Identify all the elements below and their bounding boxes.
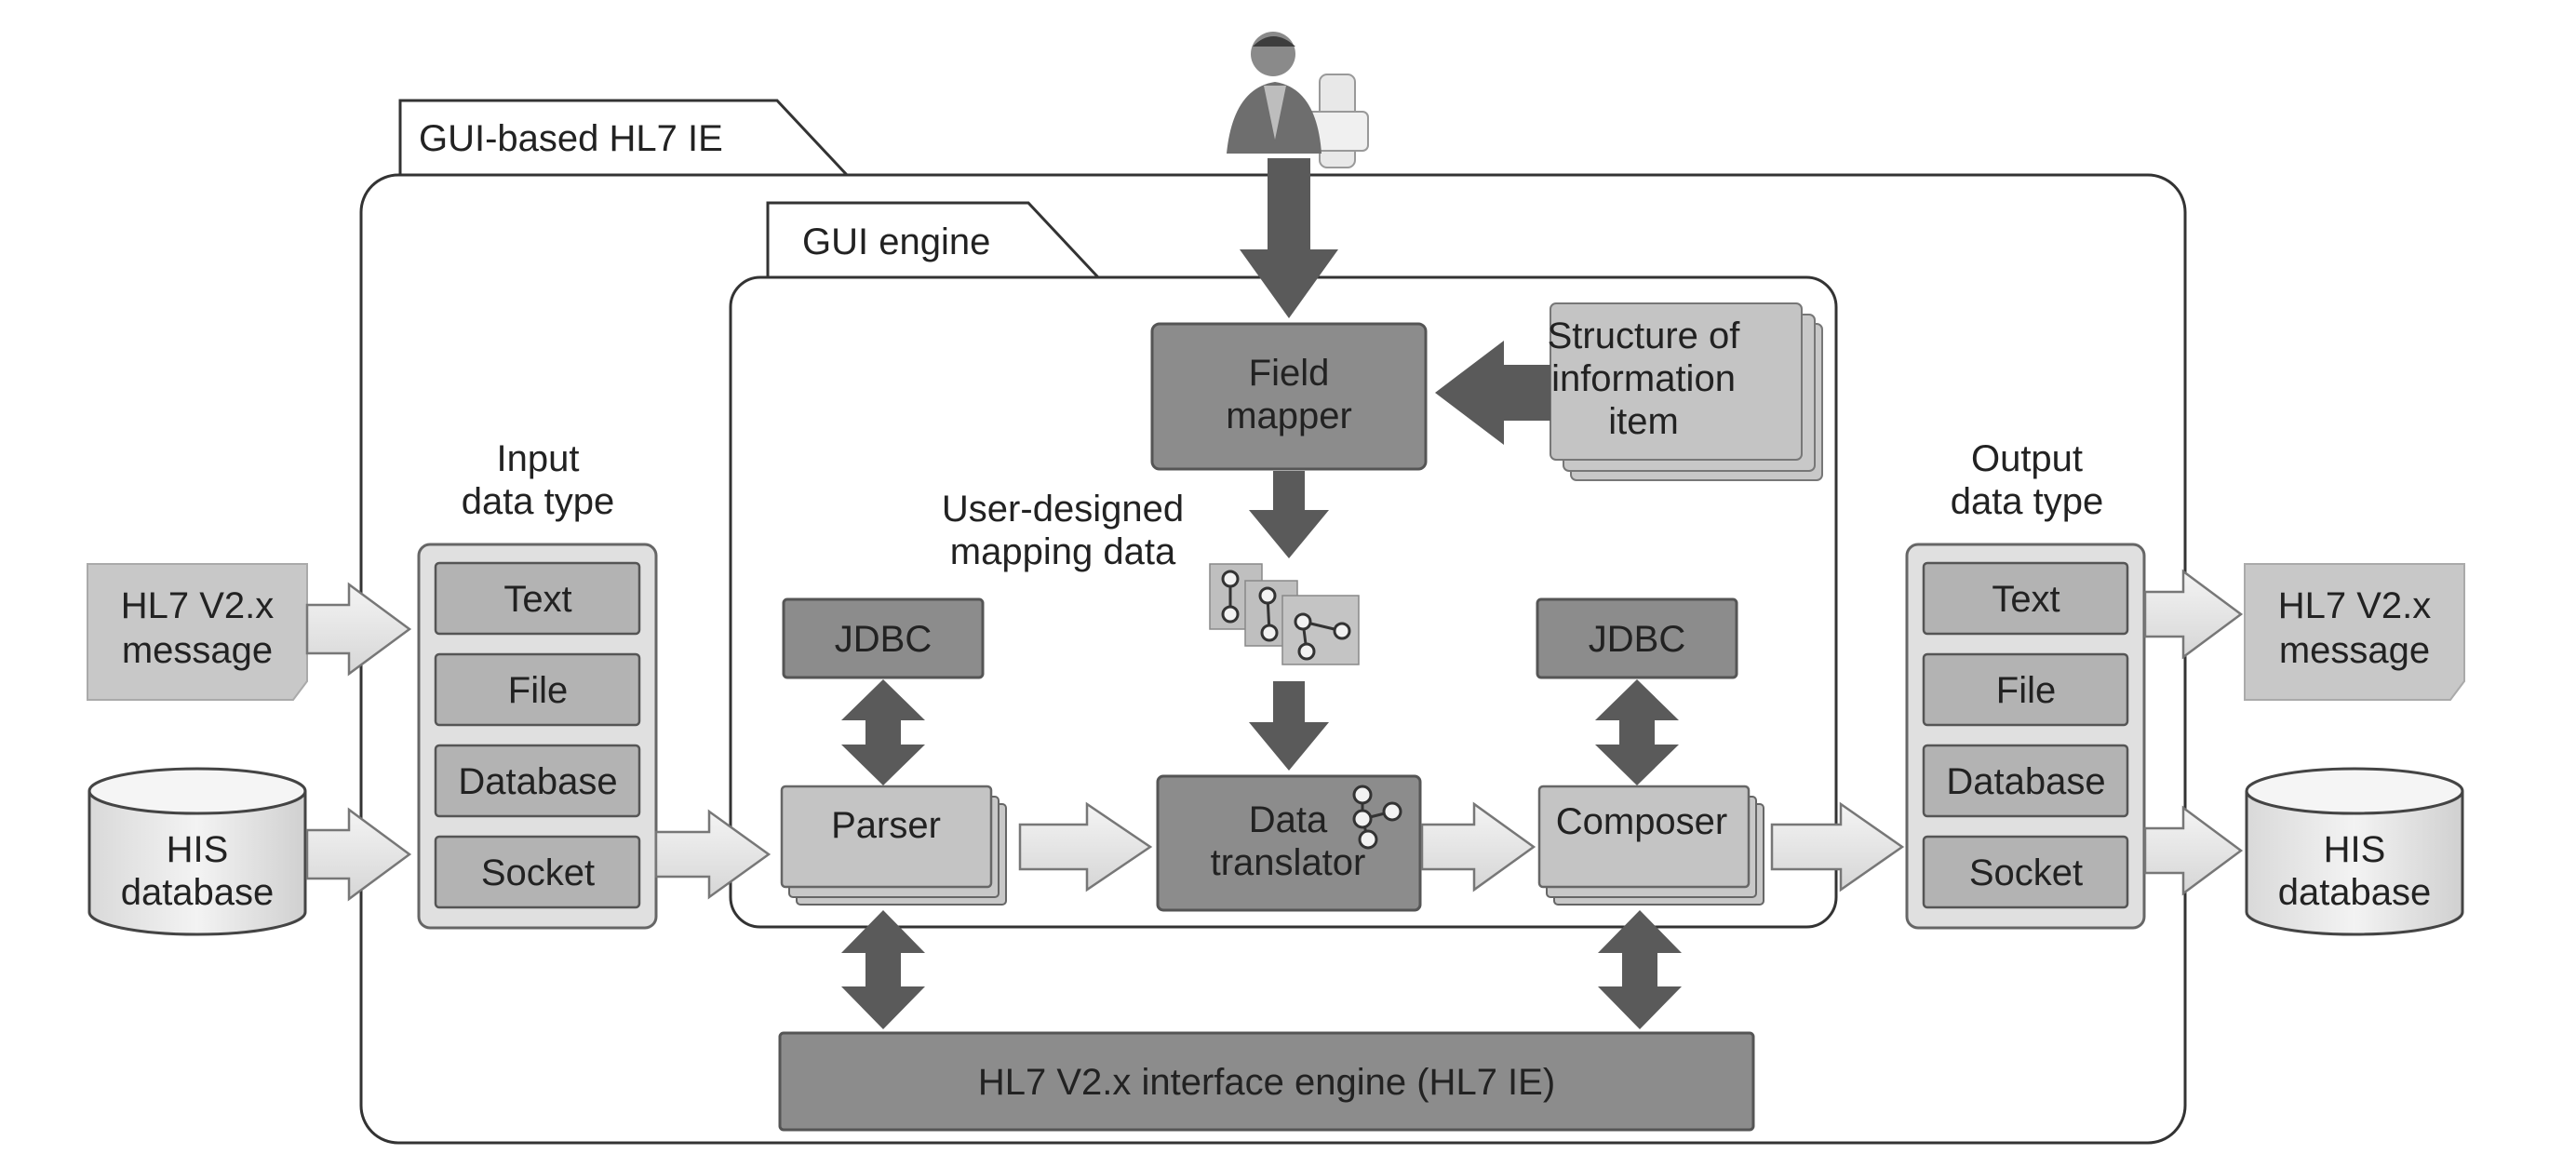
composer-stack: Composer <box>1537 785 1764 906</box>
arrow-jdbc-composer-bidir <box>1595 679 1679 785</box>
input-type-item-database <box>434 744 641 818</box>
input-type-label-text: Text <box>503 579 571 620</box>
field-mapper-line-2: mapper <box>1226 396 1352 436</box>
translator-line-2: translator <box>1211 842 1366 883</box>
arrow-composer-to-output <box>1770 801 1905 892</box>
jdbc-right-box: JDBC <box>1536 597 1738 679</box>
translator-line-1: Data <box>1249 799 1328 840</box>
arrow-hl7-to-input <box>305 582 412 677</box>
structure-of-information-item-stack: Structure of information item <box>1548 302 1823 481</box>
output-type-item-socket <box>1922 835 2129 909</box>
his-right-line-2: database <box>2278 872 2432 913</box>
arrow-mapping-to-translator <box>1249 681 1329 771</box>
jdbc-left-box: JDBC <box>782 597 985 679</box>
his-left-line-1: HIS <box>167 829 229 870</box>
output-title-line-1: Output <box>1971 438 2083 479</box>
interface-engine-label: HL7 V2.x interface engine (HL7 IE) <box>978 1062 1555 1103</box>
arrow-translator-to-composer <box>1420 801 1536 892</box>
his-left-line-2: database <box>121 872 275 913</box>
arrow-his-to-input <box>305 807 412 902</box>
output-type-item-database <box>1922 744 2129 818</box>
arrow-output-to-hl7 <box>2143 569 2244 660</box>
output-title-line-2: data type <box>1951 481 2104 522</box>
arrow-parser-to-translator <box>1018 801 1153 892</box>
hl7-msg-left-line-2: message <box>122 630 273 671</box>
hl7-msg-right-line-2: message <box>2279 630 2430 671</box>
structure-line-3: item <box>1608 401 1679 442</box>
mapping-data-line-2: mapping data <box>950 531 1176 572</box>
arrow-parser-engine-bidir <box>841 910 925 1029</box>
gui-engine-container: GUI engine <box>729 201 1838 929</box>
field-mapper-line-1: Field <box>1249 353 1330 394</box>
hl7-interface-engine-bar: HL7 V2.x interface engine (HL7 IE) <box>778 1031 1755 1132</box>
hl7-msg-right-line-1: HL7 V2.x <box>2278 585 2432 626</box>
mapping-data-line-1: User-designed <box>942 489 1184 530</box>
inner-tab-label: GUI engine <box>802 221 990 262</box>
data-translator-box: Data translator <box>1156 774 1422 912</box>
output-type-label-file: File <box>1996 670 2056 711</box>
composer-label: Composer <box>1556 801 1728 842</box>
gui-based-hl7-ie-container: GUI-based HL7 IE <box>359 99 2187 1145</box>
his-database-right: HIS database <box>2245 767 2464 936</box>
mapping-graph-icon <box>1209 563 1360 665</box>
arrow-user-to-mapper <box>1240 158 1338 318</box>
jdbc-right-label: JDBC <box>1589 619 1685 660</box>
arrow-output-to-his <box>2143 805 2244 896</box>
output-type-label-socket: Socket <box>1969 852 2083 893</box>
structure-line-1: Structure of <box>1548 315 1741 356</box>
dark-arrows <box>841 158 1682 1029</box>
input-type-item-file <box>434 652 641 727</box>
hl7-msg-left-line-1: HL7 V2.x <box>121 585 275 626</box>
input-title-line-2: data type <box>462 481 615 522</box>
jdbc-left-label: JDBC <box>835 619 932 660</box>
arrow-input-to-parser <box>654 809 771 900</box>
translator-graph-icon <box>1352 785 1402 850</box>
input-type-item-socket <box>434 835 641 909</box>
arrow-jdbc-parser-bidir <box>841 679 925 785</box>
parser-stack: Parser <box>780 785 1007 906</box>
input-type-label-database: Database <box>458 761 617 802</box>
user-at-computer-icon <box>1227 32 1369 168</box>
input-type-label-socket: Socket <box>481 852 595 893</box>
hl7-message-right: HL7 V2.x message <box>2244 563 2465 701</box>
hl7-message-left: HL7 V2.x message <box>87 563 308 701</box>
structure-line-2: information <box>1551 358 1736 399</box>
output-type-label-text: Text <box>1992 579 2059 620</box>
his-database-left: HIS database <box>87 767 307 936</box>
parser-label: Parser <box>831 805 941 846</box>
output-type-label-database: Database <box>1946 761 2105 802</box>
flow-arrows <box>305 569 2244 902</box>
input-title-line-1: Input <box>497 438 580 479</box>
his-right-line-1: HIS <box>2324 829 2386 870</box>
input-type-item-text <box>434 561 641 636</box>
field-mapper-box: Field mapper <box>1150 322 1428 471</box>
arrow-mapper-to-mapping <box>1249 471 1329 558</box>
output-type-item-text <box>1922 561 2129 636</box>
arrow-structure-to-mapper <box>1435 341 1550 445</box>
input-type-label-file: File <box>508 670 568 711</box>
arrow-composer-engine-bidir <box>1598 910 1682 1029</box>
output-type-item-file <box>1922 652 2129 727</box>
outer-tab-label: GUI-based HL7 IE <box>419 118 723 159</box>
